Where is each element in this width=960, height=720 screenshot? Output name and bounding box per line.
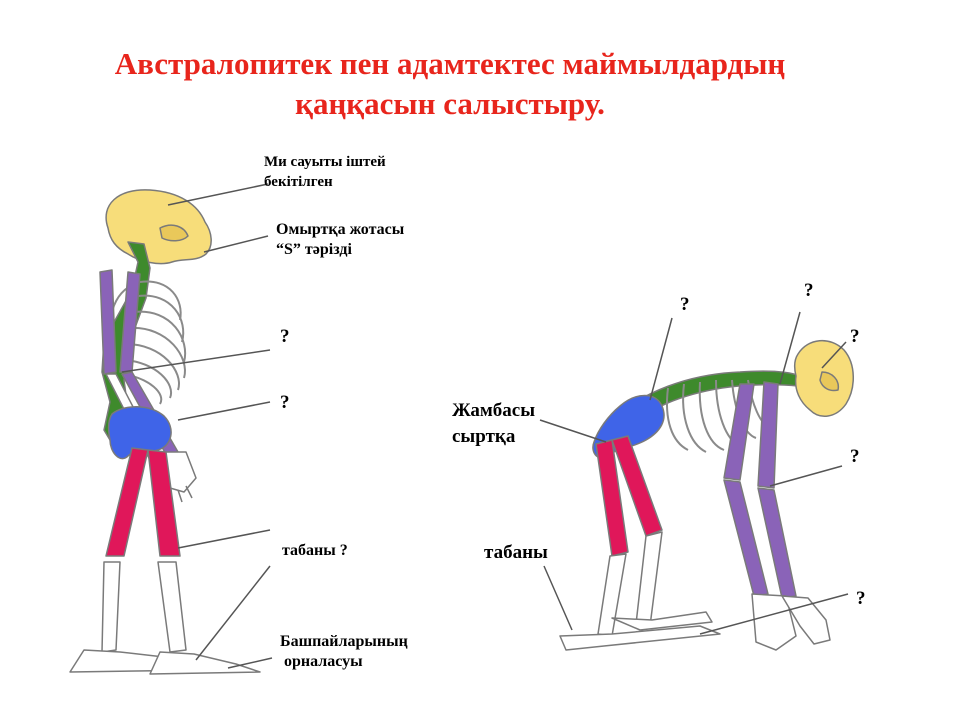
label-skull-line: Ми сауыты іштей бекітілген <box>264 154 386 190</box>
label-left-foot: табаны ? <box>282 542 348 559</box>
right-femur <box>595 439 629 557</box>
label-spine-s-shape: Омыртқа жотасы “S” тәрізді <box>276 220 404 260</box>
label-skull-fixed: Ми сауыты іштей бекітілген <box>264 152 386 192</box>
left-skull <box>105 189 212 265</box>
left-femur <box>105 447 149 557</box>
label-toes-line: Башпайларының орналасуы <box>280 633 408 670</box>
label-toes-position: Башпайларының орналасуы <box>280 632 408 672</box>
label-right-question-skull: ? <box>850 326 860 347</box>
slide-title: Австралопитек пен адамтектес маймылдарды… <box>0 44 900 124</box>
label-right-question-arm: ? <box>850 446 860 467</box>
label-right-foot: табаны <box>484 542 548 563</box>
left-leader-lines <box>121 183 273 669</box>
australopithecus-skeleton <box>69 189 261 675</box>
label-left-question-2: ? <box>280 392 290 413</box>
right-leader-lines <box>539 311 849 635</box>
label-right-pelvis: Жамбасы сыртқа <box>452 398 535 450</box>
label-right-question-hand: ? <box>856 588 866 609</box>
title-line-1: Австралопитек пен адамтектес маймылдарды… <box>114 46 786 81</box>
label-left-question-1: ? <box>280 326 290 347</box>
title-line-2: қаңқасын салыстыру. <box>295 86 605 121</box>
right-humerus <box>757 381 779 489</box>
ape-skeleton <box>559 340 854 651</box>
label-spine-line: Омыртқа жотасы “S” тәрізді <box>276 221 405 258</box>
label-right-question-top: ? <box>804 280 814 301</box>
label-right-question-top-left: ? <box>680 294 690 315</box>
label-pelvis-line: Жамбасы сыртқа <box>452 400 536 447</box>
